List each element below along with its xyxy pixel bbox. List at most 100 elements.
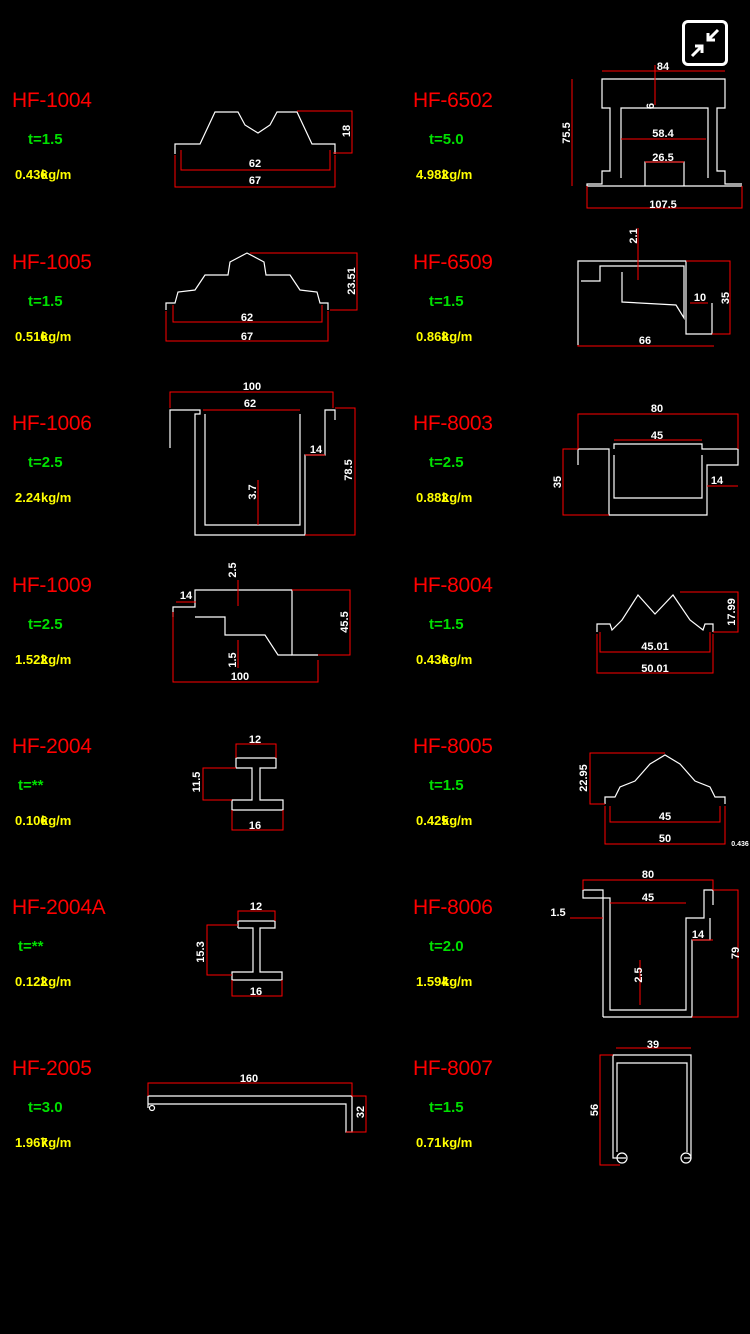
weight-unit: kg/m	[41, 490, 72, 505]
dimension-label: 50	[659, 833, 671, 845]
dimension-line	[237, 910, 276, 921]
dimension-label: 14	[692, 929, 705, 941]
profile-code-hf-8005: HF-8005	[413, 735, 493, 758]
thickness-label: t=1.5	[429, 616, 464, 633]
dimension-label: 12	[249, 734, 261, 746]
dimension-line	[599, 632, 711, 653]
dimension-label: 16	[250, 986, 262, 998]
profile-outline	[582, 889, 714, 1017]
profile-outline	[172, 589, 318, 656]
dimension-line	[202, 767, 236, 801]
weight-unit: kg/m	[442, 167, 473, 182]
profile-outline	[195, 616, 292, 656]
dimension-line	[206, 924, 238, 976]
dimension-label: 2.1	[628, 228, 640, 243]
profile-outline	[147, 1095, 353, 1133]
weight-unit: kg/m	[442, 329, 473, 344]
dimension-line	[596, 634, 714, 674]
thickness-label: t=2.5	[429, 454, 464, 471]
dimension-label: 1.5	[227, 652, 239, 667]
dimension-label: 67	[249, 175, 261, 187]
dimension-label: 75.5	[561, 122, 573, 143]
dimension-label: 6	[645, 103, 657, 109]
thickness-label: t=1.5	[28, 293, 63, 310]
profile-code-hf-2005: HF-2005	[12, 1057, 92, 1080]
dimension-label: 12	[250, 901, 262, 913]
dimension-label: 10	[694, 292, 706, 304]
dimension-label: 14	[310, 444, 323, 456]
dimension-label: 80	[642, 869, 654, 881]
dimension-line	[297, 110, 353, 154]
profile-outline	[616, 1152, 628, 1164]
weight-value: 0.106	[15, 813, 48, 828]
exit-fullscreen-button[interactable]	[682, 20, 728, 66]
weight-unit: kg/m	[41, 1135, 72, 1150]
weight-value: 0.436	[15, 167, 48, 182]
dimension-label: 14	[711, 475, 724, 487]
dimension-label: 17.99	[726, 598, 738, 626]
dimension-label: 58.4	[652, 128, 674, 140]
weight-unit: kg/m	[442, 490, 473, 505]
dimension-label: 14	[180, 590, 193, 602]
profile-outline	[604, 754, 726, 804]
profile-code-hf-2004a: HF-2004A	[12, 896, 106, 919]
profile-outline	[680, 1152, 692, 1164]
dimension-line	[292, 589, 351, 656]
dimension-line	[577, 345, 714, 347]
dimension-label: 0.436	[731, 841, 749, 848]
profile-code-hf-8003: HF-8003	[413, 412, 493, 435]
dimension-label: 15.3	[195, 941, 207, 962]
dimension-label: 2.5	[227, 562, 239, 577]
dimension-label: 35	[552, 476, 564, 488]
thickness-label: t=2.0	[429, 938, 464, 955]
weight-unit: kg/m	[41, 167, 72, 182]
dimension-line	[180, 150, 331, 171]
weight-value: 1.522	[15, 652, 48, 667]
dimension-line	[609, 806, 721, 823]
dimension-line	[235, 743, 277, 758]
weight-value: 0.516	[15, 329, 48, 344]
weight-value: 0.122	[15, 974, 48, 989]
dimension-line	[589, 752, 665, 805]
dimension-label: 62	[249, 158, 261, 170]
profile-outline	[616, 1062, 688, 1152]
weight-value: 2.24	[15, 490, 41, 505]
profile-outline	[204, 414, 301, 526]
thickness-label: t=1.5	[429, 293, 464, 310]
weight-unit: kg/m	[41, 652, 72, 667]
dimension-line	[147, 1082, 353, 1096]
weight-unit: kg/m	[442, 974, 473, 989]
dimension-label: 22.95	[578, 764, 590, 792]
profile-code-hf-1006: HF-1006	[12, 412, 92, 435]
weight-unit: kg/m	[41, 329, 72, 344]
weight-value: 1.594	[416, 974, 449, 989]
weight-unit: kg/m	[442, 813, 473, 828]
weight-unit: kg/m	[442, 652, 473, 667]
dimension-label: 2.5	[633, 967, 645, 982]
dimension-label: 79	[730, 947, 742, 959]
weight-value: 0.868	[416, 329, 449, 344]
profile-outline	[644, 161, 685, 186]
dimension-label: 62	[241, 312, 253, 324]
profile-outline	[586, 78, 742, 186]
profile-code-hf-6502: HF-6502	[413, 89, 493, 112]
dimension-label: 16	[249, 820, 261, 832]
dimension-label: 50.01	[641, 663, 669, 675]
dimension-line	[305, 407, 356, 536]
dimension-line	[172, 612, 319, 683]
dimension-label: 62	[244, 398, 256, 410]
profile-code-hf-1004: HF-1004	[12, 89, 92, 112]
dimension-line	[686, 260, 731, 335]
dimension-label: 107.5	[649, 199, 677, 211]
profile-outline	[148, 1104, 156, 1112]
